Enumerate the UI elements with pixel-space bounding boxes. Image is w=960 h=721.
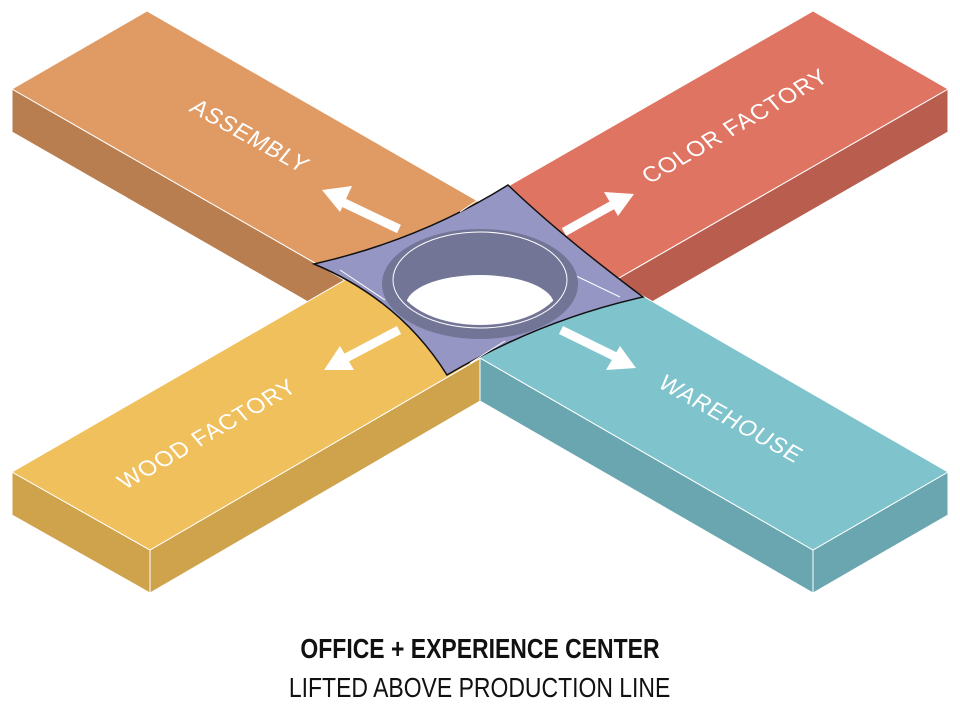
direction-arrows [322,186,636,370]
arrow-southeast-icon [559,325,636,370]
platform-detail-lines [339,185,621,364]
arrow-northeast-icon [561,192,634,236]
caption-title-text: OFFICE + EXPERIENCE CENTER [300,633,660,664]
atrium-floor-opening [406,275,554,325]
caption-subtitle-text: LIFTED ABOVE PRODUCTION LINE [289,672,671,703]
arrow-southwest-icon [324,326,402,370]
office-experience-center [311,184,645,377]
ring-outline [392,231,568,329]
caption-subtitle: LIFTED ABOVE PRODUCTION LINE [0,672,960,704]
arrow-northwest-icon [322,186,401,234]
caption-title: OFFICE + EXPERIENCE CENTER [0,633,960,665]
